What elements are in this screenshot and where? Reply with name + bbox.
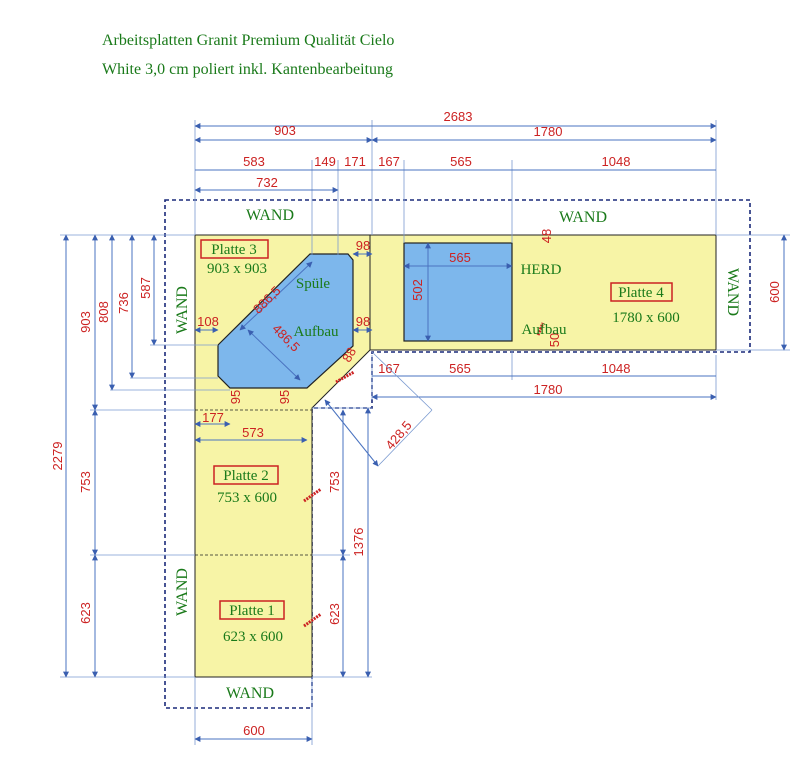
dim-stove-48: 48: [539, 229, 554, 243]
ext-428b: [377, 409, 433, 467]
dim-left-623: 623: [78, 602, 93, 624]
sink-label: Spüle: [296, 276, 331, 292]
plate-4-size: 1780 x 600: [612, 310, 680, 326]
ext-428: [371, 351, 433, 411]
dim-top-1048: 1048: [602, 154, 631, 169]
dim-sink-98-top: 98: [356, 238, 370, 253]
wall-label-left-upper: WAND: [174, 286, 191, 334]
dim-top-583: 583: [243, 154, 265, 169]
dim-sink-88: 88: [339, 345, 359, 365]
stove-cutout: [403, 242, 513, 342]
dim-sink-95-left: 95: [228, 390, 243, 404]
dim-top-149: 149: [314, 154, 336, 169]
dim-left-587: 587: [138, 277, 153, 299]
dim-top-1780: 1780: [534, 124, 563, 139]
edge-marker: [536, 322, 545, 336]
dim-left-2279: 2279: [50, 442, 65, 471]
dim-bottom-1048: 1048: [602, 361, 631, 376]
dim-sink-108: 108: [197, 314, 219, 329]
title-line-1: Arbeitsplatten Granit Premium Qualität C…: [102, 32, 395, 49]
dim-right-600: 600: [767, 281, 782, 303]
plate-1-name: Platte 1: [229, 603, 274, 619]
dim-top-903: 903: [274, 123, 296, 138]
dim-sink-573: 573: [242, 425, 264, 440]
dim-stove-565: 565: [449, 250, 471, 265]
plate-1-size: 623 x 600: [223, 629, 283, 645]
dim-sink-428-5: 428,5: [382, 418, 414, 453]
dim-bottom-1780: 1780: [534, 382, 563, 397]
dim-right-753: 753: [327, 471, 342, 493]
left-extension-lines: [60, 234, 230, 678]
edge-marker: [303, 487, 322, 503]
dim-left-903: 903: [78, 311, 93, 333]
plate-3-box: [200, 239, 269, 259]
dim-bottom-600: 600: [243, 723, 265, 738]
wall-label-bottom: WAND: [226, 685, 274, 702]
edge-marker: [303, 612, 322, 628]
dim-left-753: 753: [78, 471, 93, 493]
dim-top-565: 565: [450, 154, 472, 169]
plate-4-name: Platte 4: [618, 285, 664, 301]
dim-right-623: 623: [327, 603, 342, 625]
plate-2-name: Platte 2: [223, 468, 268, 484]
wall-label-top-right: WAND: [559, 209, 607, 226]
dim-top-732: 732: [256, 175, 278, 190]
dim-top-2683: 2683: [444, 109, 473, 124]
wall-label-left-lower: WAND: [174, 568, 191, 616]
plate-2-box: [213, 465, 279, 485]
dim-sink-177: 177: [202, 410, 224, 425]
dim-sink-95-right: 95: [277, 390, 292, 404]
edge-marker: [335, 370, 355, 384]
wall-label-right: WAND: [724, 268, 741, 316]
dim-stove-50: 50: [547, 333, 562, 347]
plate-1-box: [219, 600, 285, 620]
stove-mount-label: Aufbau: [522, 322, 567, 338]
dim-stove-502: 502: [410, 279, 425, 301]
title-line-2: White 3,0 cm poliert inkl. Kantenbearbei…: [102, 61, 394, 78]
plate-2-size: 753 x 600: [217, 490, 277, 506]
dim-right-1376: 1376: [351, 528, 366, 557]
dim-top-171: 171: [344, 154, 366, 169]
plate-4-box: [610, 282, 673, 302]
dim-left-808: 808: [96, 301, 111, 323]
wall-label-top-left: WAND: [246, 207, 294, 224]
dim-line-886: [239, 261, 313, 331]
dim-bottom-565: 565: [449, 361, 471, 376]
dim-line-428: [324, 399, 379, 467]
stove-label: HERD: [521, 262, 562, 278]
dim-sink-98-mid: 98: [356, 314, 370, 329]
sink-mount-label: Aufbau: [294, 324, 339, 340]
dim-left-736: 736: [116, 292, 131, 314]
plate-3-name: Platte 3: [211, 242, 256, 258]
dim-line-486: [247, 329, 301, 381]
plate-3-size: 903 x 903: [207, 261, 267, 277]
dim-top-167: 167: [378, 154, 400, 169]
